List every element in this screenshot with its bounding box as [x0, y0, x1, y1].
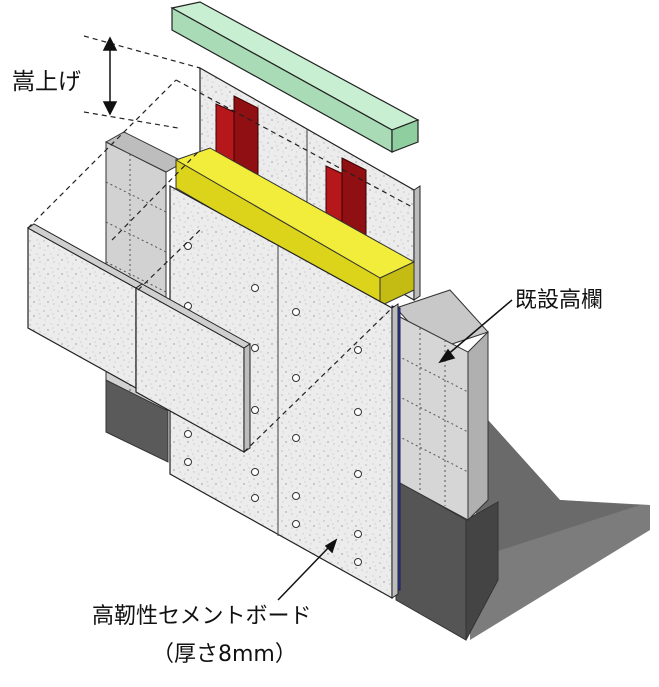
front-board-edge — [391, 303, 399, 599]
cement-board-thickness-label: （厚さ8mm） — [152, 642, 297, 667]
detached-board-2-side — [243, 343, 251, 453]
left-parapet-block-lines — [105, 154, 167, 392]
raise-height-label: 嵩上げ — [12, 69, 81, 95]
cement-board-label: 高靭性セメントボード — [92, 604, 312, 629]
back-board-edge — [413, 185, 421, 301]
bolt-holes — [184, 242, 362, 566]
parapet-block-lines — [397, 328, 469, 506]
existing-parapet-label: 既設高欄 — [515, 288, 604, 313]
dashed-guides — [27, 35, 415, 453]
green-cap-lip — [391, 119, 419, 153]
existing-parapet-base-side — [465, 501, 499, 641]
leader-lines — [277, 299, 513, 601]
ground-shadow-top — [470, 420, 640, 560]
existing-parapet-side — [467, 330, 489, 522]
yellow-beam-end — [379, 261, 415, 307]
raise-height-dimension — [102, 36, 118, 116]
